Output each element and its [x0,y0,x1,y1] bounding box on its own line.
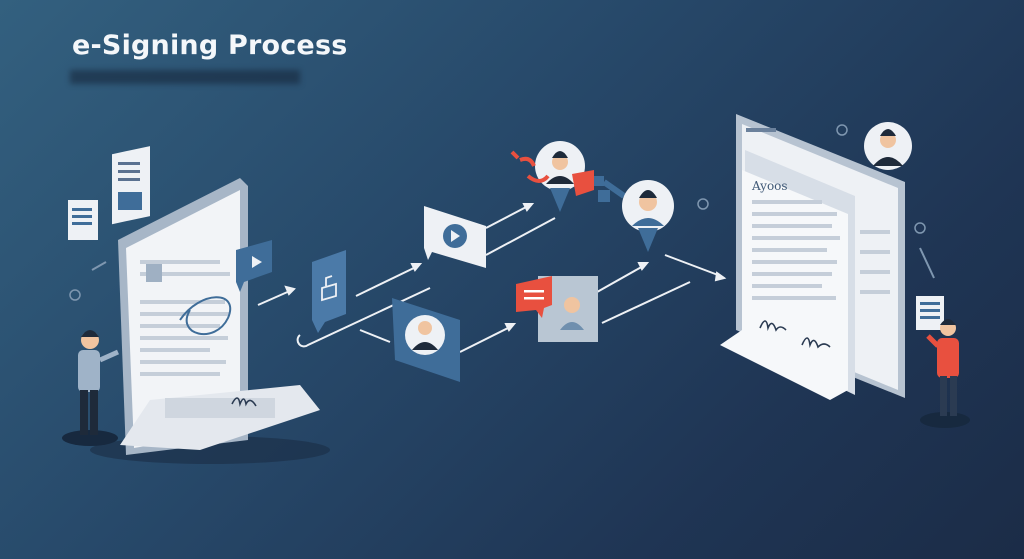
video-chat-icon [236,240,272,292]
video-chat-icon [424,206,486,268]
flow-arrows [257,203,727,353]
decor-circle [69,289,81,301]
person-avatar-icon [864,122,912,170]
message-icon [510,150,594,196]
source-document [118,178,320,455]
signature-icon [231,397,257,407]
list-document-icon [916,296,944,330]
shadow [62,430,118,446]
decor-line [919,247,935,279]
page-title: e-Signing Process [72,30,348,61]
title-underline-shadow [70,70,300,84]
person-avatar-icon [392,298,460,382]
signature-icon [801,337,831,349]
person-avatar-icon [622,180,674,252]
lock-icon [312,250,346,333]
decor-circle [836,124,848,136]
message-icon [516,276,598,342]
signature-icon [759,320,787,332]
list-document-icon [68,200,98,240]
decor-circle [914,222,926,234]
signed-document: Ayoos [720,114,905,400]
lock-icon [146,264,162,282]
lock-icon [594,176,626,202]
person-presenting-icon [78,330,120,435]
decor-circle [697,198,709,210]
shadow [920,412,970,428]
person-presenting-icon [926,319,959,416]
chart-document-icon [112,146,150,225]
signature-icon [179,296,232,335]
document-heading: Ayoos [751,179,788,193]
decor-line [91,261,107,271]
